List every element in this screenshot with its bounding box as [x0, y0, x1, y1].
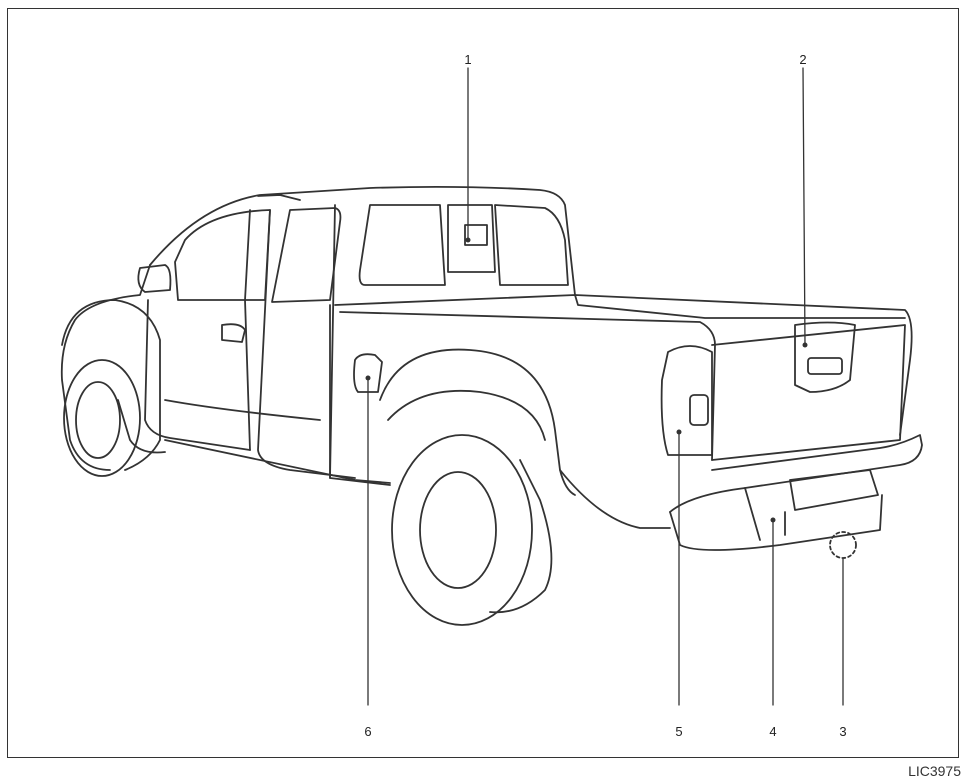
callout-6: 6 [364, 724, 372, 739]
callout-leaders [367, 67, 844, 706]
figure-code: LIC3975 [908, 763, 961, 779]
diagram-frame [7, 8, 959, 758]
callout-dots [365, 237, 808, 523]
callout-2: 2 [799, 52, 807, 67]
truck-bed [329, 294, 923, 626]
truck-cab [60, 185, 576, 484]
callout-4: 4 [769, 724, 777, 739]
callout-3: 3 [839, 724, 847, 739]
callout-1: 1 [464, 52, 472, 67]
callout-5: 5 [675, 724, 683, 739]
